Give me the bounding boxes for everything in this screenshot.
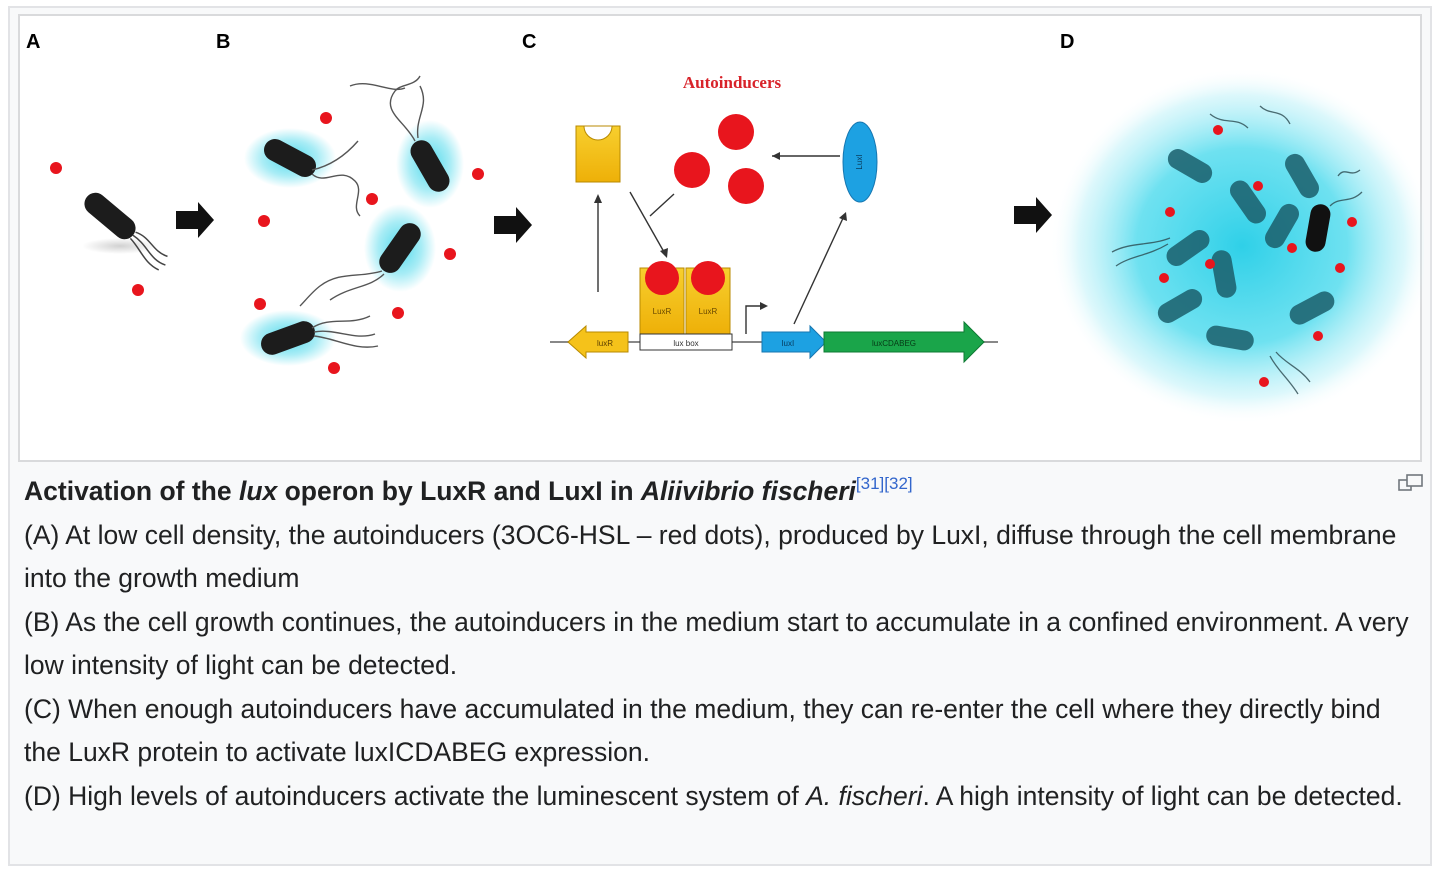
panel-label-b: B — [216, 31, 230, 53]
autoinducers-label: Autoinducers — [683, 73, 782, 92]
autoinducer-dot — [132, 284, 144, 296]
bioluminescence-glow — [1050, 68, 1424, 424]
luxi-bubble-label: LuxI — [855, 154, 864, 169]
panel-c-mechanism: Autoinducers LuxI — [550, 73, 1052, 364]
luxr-protein-label: LuxR — [699, 307, 718, 316]
gene-luxi-label: luxI — [782, 339, 794, 348]
caption-paragraph-a: (A) At low cell density, the autoinducer… — [24, 519, 1397, 594]
caption-paragraph-b: (B) As the cell growth continues, the au… — [24, 606, 1409, 681]
autoinducer-dot — [472, 168, 484, 180]
arrow-a-to-b — [176, 202, 214, 238]
autoinducer-dot — [1335, 263, 1345, 273]
panel-d-luminescence — [1050, 68, 1424, 424]
autoinducer-dot — [328, 362, 340, 374]
panel-b-accumulation — [240, 75, 532, 374]
lux-box — [639, 333, 733, 351]
autoinducer-dot — [366, 193, 378, 205]
autoinducer-dot — [320, 112, 332, 124]
panel-a-low-density — [50, 162, 214, 296]
gene-luxr-label: luxR — [597, 339, 613, 348]
gene-luxi — [761, 324, 827, 360]
caption-paragraph-c: (C) When enough autoinducers have accumu… — [24, 693, 1381, 768]
autoinducer — [728, 168, 764, 204]
lux-box-label: lux box — [673, 339, 698, 348]
panel-label-d: D — [1060, 31, 1074, 53]
autoinducer-dot — [444, 248, 456, 260]
bacterium — [410, 140, 450, 192]
autoinducer-dot — [1165, 207, 1175, 217]
caption-paragraph-d: (D) High levels of autoinducers activate… — [24, 780, 1403, 811]
autoinducer-dot — [1205, 259, 1215, 269]
autoinducer — [674, 152, 710, 188]
gene-operon-label: luxCDABEG — [872, 339, 916, 348]
autoinducer-dot — [1347, 217, 1357, 227]
panel-label-c: C — [522, 31, 536, 53]
bacterium — [379, 223, 421, 273]
autoinducer-dot — [1213, 125, 1223, 135]
luxr-protein-label: LuxR — [653, 307, 672, 316]
caption-title: Activation of the lux operon by LuxR and… — [24, 474, 913, 506]
autoinducer-dot — [1287, 243, 1297, 253]
reference-link[interactable]: [31] — [855, 474, 885, 493]
quorum-sensing-diagram: A B C D — [26, 31, 1424, 424]
gene-operon — [823, 320, 985, 364]
autoinducer-dot — [50, 162, 62, 174]
figure-caption: Activation of the lux operon by LuxR and… — [24, 470, 1424, 818]
autoinducer-dot — [1259, 377, 1269, 387]
autoinducer — [718, 114, 754, 150]
gene-luxr — [567, 324, 629, 360]
figure-thumbnail: A B C D — [8, 6, 1432, 866]
panel-label-a: A — [26, 31, 40, 53]
figure-image[interactable]: A B C D — [18, 14, 1424, 462]
luxr-receptor — [583, 125, 613, 141]
reference-link[interactable]: [32] — [884, 474, 913, 493]
bacterium — [261, 321, 315, 355]
autoinducer-dot — [258, 215, 270, 227]
autoinducer-dot — [254, 298, 266, 310]
autoinducer-dot — [1253, 181, 1263, 191]
bound-autoinducer — [691, 261, 725, 295]
autoinducer-dot — [392, 307, 404, 319]
luxi-synthase — [842, 121, 878, 203]
bound-autoinducer — [645, 261, 679, 295]
arrow-b-to-c — [494, 207, 532, 243]
bacterium — [263, 139, 317, 177]
magnify-icon[interactable] — [1398, 474, 1424, 492]
bacterium — [84, 192, 136, 240]
autoinducer-dot — [1159, 273, 1169, 283]
arrow-c-to-d — [1014, 197, 1052, 233]
autoinducer-dot — [1313, 331, 1323, 341]
